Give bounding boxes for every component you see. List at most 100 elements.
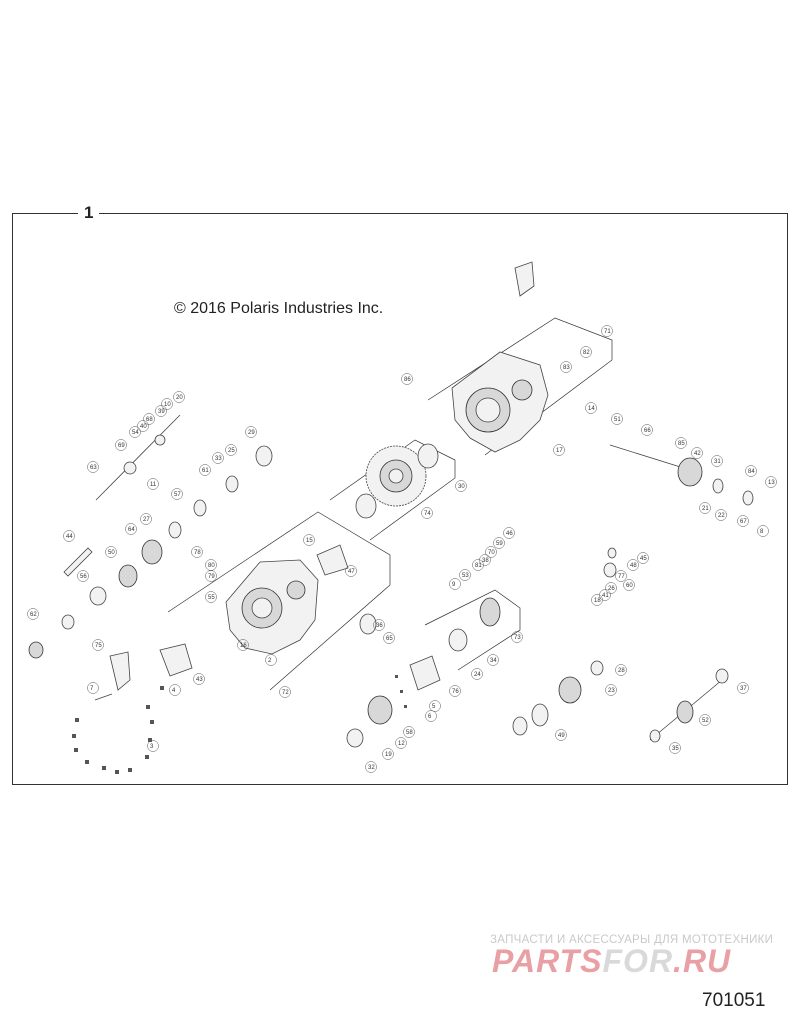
callout-ring <box>212 452 224 464</box>
callout-ring <box>757 525 769 537</box>
callout-30: 30 <box>458 484 465 490</box>
callout-83: 83 <box>563 365 570 371</box>
callout-ring <box>161 398 173 410</box>
callout-ring <box>225 444 237 456</box>
gear-stack-bottom <box>346 597 501 748</box>
callout-39: 39 <box>158 409 165 415</box>
callout-ring <box>77 570 89 582</box>
callout-ring <box>503 527 515 539</box>
callout-10: 10 <box>164 402 171 408</box>
callout-ring <box>373 619 385 631</box>
callout-74: 74 <box>424 511 431 517</box>
callout-66: 66 <box>644 428 651 434</box>
callout-ring <box>711 455 723 467</box>
callout-37: 37 <box>740 686 747 692</box>
callout-ring <box>580 346 592 358</box>
callout-ring <box>205 559 217 571</box>
callout-ring <box>27 608 39 620</box>
callout-ring <box>605 684 617 696</box>
callout-40: 40 <box>140 424 147 430</box>
gear-stack-left <box>141 445 273 565</box>
callout-ring <box>605 582 617 594</box>
callout-ring <box>395 737 407 749</box>
callout-67: 67 <box>740 519 747 525</box>
callout-ring <box>147 478 159 490</box>
callout-ring <box>193 673 205 685</box>
callout-32: 32 <box>368 765 375 771</box>
callout-29: 29 <box>248 430 255 436</box>
callout-55: 55 <box>208 595 215 601</box>
callout-8: 8 <box>760 529 764 535</box>
callout-ring <box>429 700 441 712</box>
callout-51: 51 <box>614 417 621 423</box>
output-shaft <box>609 444 754 506</box>
callout-ring <box>87 682 99 694</box>
callout-81: 81 <box>475 563 482 569</box>
callout-ring <box>479 554 491 566</box>
input-shaft <box>28 547 138 659</box>
callout-20: 20 <box>176 395 183 401</box>
gasket <box>409 655 441 691</box>
callout-ring <box>669 742 681 754</box>
callout-6: 6 <box>428 714 432 720</box>
callout-ring <box>173 391 185 403</box>
callout-86: 86 <box>404 377 411 383</box>
callout-79: 79 <box>208 574 215 580</box>
callout-ring <box>63 530 75 542</box>
callout-ring <box>637 552 649 564</box>
callout-ring <box>345 565 357 577</box>
callout-31: 31 <box>714 459 721 465</box>
callout-76: 76 <box>452 689 459 695</box>
callout-14: 14 <box>588 406 595 412</box>
callout-ring <box>459 569 471 581</box>
callout-ring <box>140 513 152 525</box>
callout-ring <box>92 639 104 651</box>
callout-47: 47 <box>348 569 355 575</box>
countershaft <box>649 668 729 743</box>
callout-77: 77 <box>618 574 625 580</box>
callout-11: 11 <box>150 482 157 488</box>
callout-48: 48 <box>630 563 637 569</box>
callout-ring <box>691 447 703 459</box>
callout-ring <box>455 480 467 492</box>
watermark-brand-ru: .RU <box>673 943 732 979</box>
ring-gear <box>365 445 427 507</box>
diagram-number: 701051 <box>702 990 766 1011</box>
callout-ring <box>765 476 777 488</box>
callout-ring <box>237 639 249 651</box>
callout-ring <box>493 537 505 549</box>
cover-plate <box>316 544 349 576</box>
callout-59: 59 <box>496 541 503 547</box>
callout-28: 28 <box>618 668 625 674</box>
callout-ring <box>699 714 711 726</box>
callout-84: 84 <box>748 469 755 475</box>
frame-label: 1 <box>78 203 100 223</box>
callout-ring <box>403 726 415 738</box>
callout-71: 71 <box>604 329 611 335</box>
callout-65: 65 <box>386 636 393 642</box>
callout-2: 2 <box>268 658 272 664</box>
callout-45: 45 <box>640 556 647 562</box>
callout-33: 33 <box>215 456 222 462</box>
callout-17: 17 <box>556 448 563 454</box>
callout-ring <box>129 426 141 438</box>
transmission-case-lower <box>225 559 319 655</box>
callout-ring <box>627 559 639 571</box>
callout-ring <box>105 546 117 558</box>
callout-26: 26 <box>608 586 615 592</box>
callout-58: 58 <box>406 730 413 736</box>
callout-ring <box>615 664 627 676</box>
callout-62: 62 <box>30 612 37 618</box>
callout-18: 18 <box>594 598 601 604</box>
callout-64: 64 <box>128 527 135 533</box>
callout-ring <box>623 579 635 591</box>
callout-ring <box>615 570 627 582</box>
callout-ring <box>382 748 394 760</box>
callout-35: 35 <box>672 746 679 752</box>
callout-ring <box>737 515 749 527</box>
seal-ring <box>355 493 377 519</box>
callout-41: 41 <box>602 593 609 599</box>
callout-73: 73 <box>514 635 521 641</box>
callout-16: 16 <box>240 643 247 649</box>
